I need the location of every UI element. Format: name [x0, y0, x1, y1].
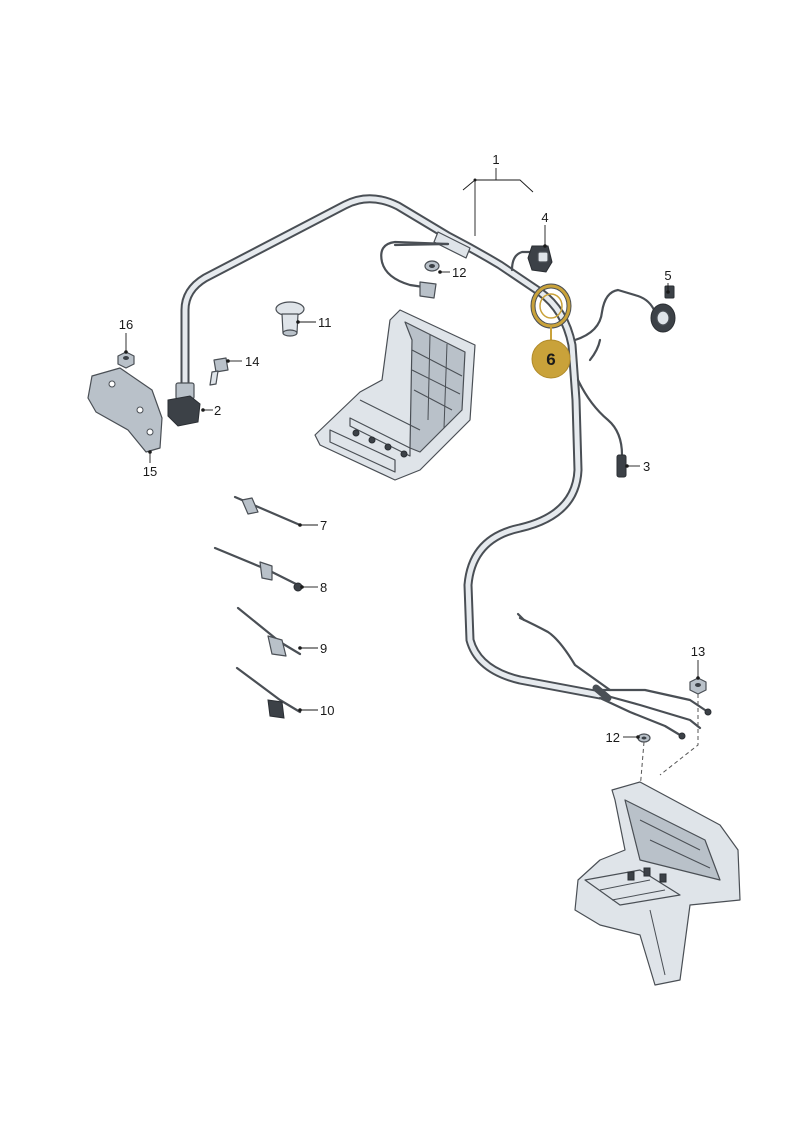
terminal-leads: [516, 612, 712, 740]
leader-dots: [124, 178, 700, 739]
highlight-badge-6: 6: [531, 326, 571, 379]
cable-tie-10: [235, 666, 302, 719]
callout-15: 15: [143, 464, 157, 479]
connector-2: [167, 382, 201, 427]
plug-11: [275, 301, 305, 337]
reference-line-13: [659, 694, 699, 776]
callout-11: 11: [318, 315, 332, 330]
callout-5: 5: [664, 268, 671, 283]
callout-3: 3: [643, 459, 650, 474]
cable-tie-7: [233, 495, 302, 527]
callout-8: 8: [320, 580, 327, 595]
callout-10: 10: [320, 703, 334, 718]
bolt-14: [209, 357, 229, 386]
callout-9: 9: [320, 641, 327, 656]
callout-1: 1: [492, 152, 499, 167]
callout-12-top: 12: [452, 265, 466, 280]
lower-bracket: [574, 781, 741, 986]
nut-13: [689, 677, 707, 695]
centre-bracket: [314, 281, 476, 481]
callout-14: 14: [245, 354, 259, 369]
connector-3: [616, 454, 627, 478]
callout-13: 13: [691, 644, 705, 659]
mounting-bracket-15: [87, 367, 163, 453]
cable-tie-9: [236, 606, 302, 657]
callout-4: 4: [541, 210, 548, 225]
nut-16: [117, 351, 135, 369]
clip-12-bottom: [637, 733, 651, 743]
clip-12-top: [424, 260, 440, 272]
reference-line-12: [639, 741, 645, 791]
connector-4: [527, 245, 553, 273]
cable-tie-8: [213, 546, 303, 592]
callout-12-bottom: 12: [606, 730, 620, 745]
callout-labels: 1 2 3 4 5 7 8 9 10 11 12 12 13 14 15 16: [119, 152, 705, 745]
callout-6: 6: [546, 350, 555, 369]
callout-2: 2: [214, 403, 221, 418]
connector-5: [650, 285, 676, 333]
callout-7: 7: [320, 518, 327, 533]
callout-16: 16: [119, 317, 133, 332]
